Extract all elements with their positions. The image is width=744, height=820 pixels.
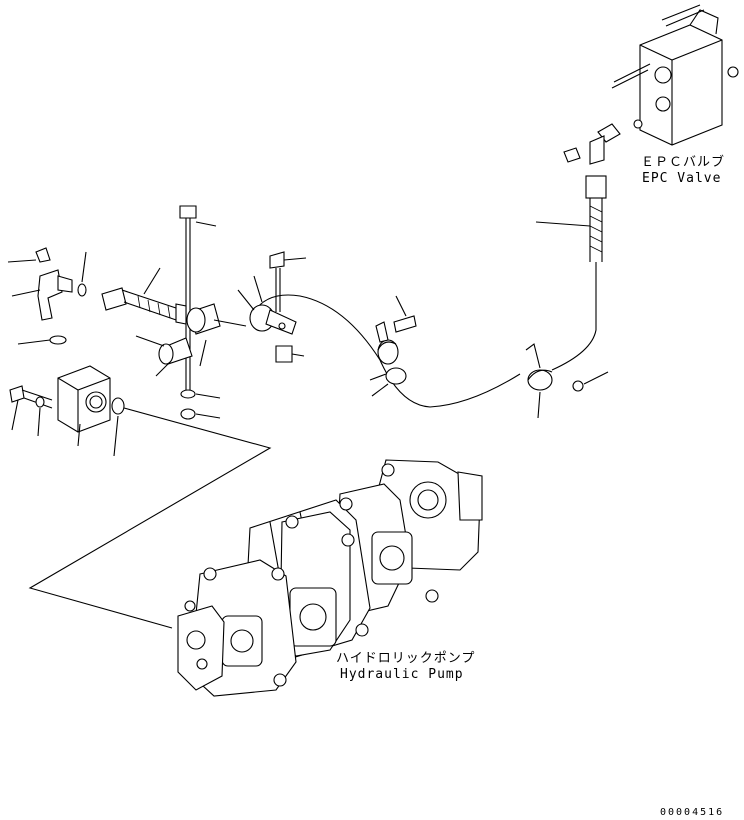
epc-valve (611, 4, 739, 146)
left-fittings (7, 247, 87, 345)
clamp-middle (369, 295, 417, 397)
tee-assembly (135, 205, 247, 420)
flange-block (9, 365, 125, 457)
hydraulic-pump (177, 459, 483, 697)
short-hose (101, 267, 187, 325)
elbow-fitting (589, 123, 621, 165)
reference-line (28, 407, 272, 629)
epc-valve-label-en: EPC Valve (642, 171, 722, 186)
epc-hose-upper (535, 175, 607, 262)
pump-label-en: Hydraulic Pump (340, 667, 464, 682)
plug (563, 147, 581, 163)
pump-label-jp: ハイドロリックポンプ (336, 651, 476, 666)
clamp-bracket (237, 251, 307, 363)
drawing-number: 00004516 (660, 807, 725, 818)
clamp-right (525, 343, 609, 419)
epc-valve-label-jp: ＥＰＣバルブ (641, 155, 726, 170)
